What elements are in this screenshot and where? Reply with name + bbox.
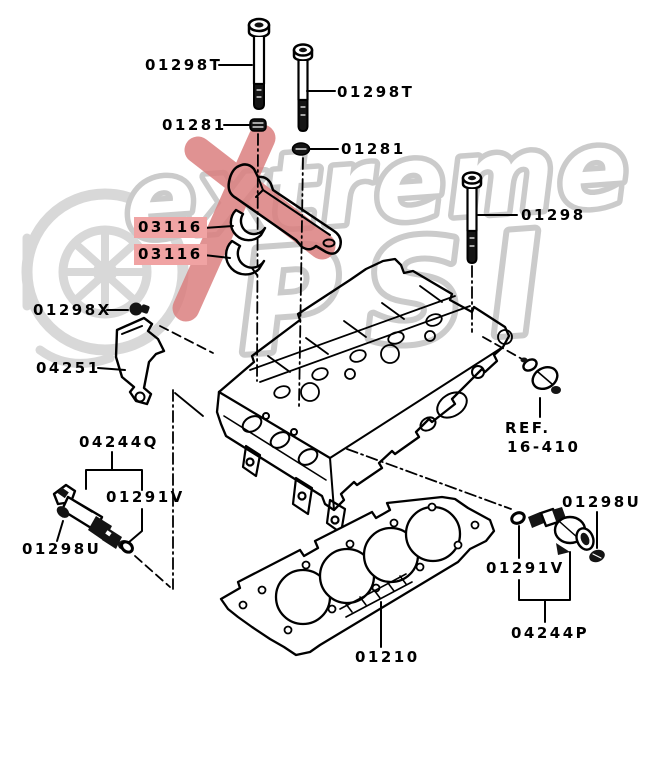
oring-right-part bbox=[510, 511, 526, 525]
oil-control-valve-left bbox=[52, 483, 130, 550]
bolt-u-right-part bbox=[589, 549, 605, 563]
engine-hanger-bracket bbox=[114, 316, 166, 406]
part-label-oring-right[interactable]: 01291V bbox=[486, 559, 565, 577]
part-label-washer-1[interactable]: 01281 bbox=[162, 116, 227, 134]
part-label-bolt-right[interactable]: 01298 bbox=[521, 206, 586, 224]
part-label-ref-title: REF. bbox=[505, 419, 551, 437]
part-label-oring-left[interactable]: 01291V bbox=[106, 488, 185, 506]
part-label-washer-2[interactable]: 01281 bbox=[341, 140, 406, 158]
camshaft-bearing-cap bbox=[227, 163, 342, 255]
part-label-head-gasket[interactable]: 01210 bbox=[355, 648, 420, 666]
oil-control-valve-right bbox=[528, 507, 595, 555]
part-label-bearing-lower[interactable]: 03116 bbox=[134, 244, 207, 265]
part-label-bolt-u-right[interactable]: 01298U bbox=[562, 493, 642, 511]
part-label-bolt-long-1[interactable]: 01298T bbox=[145, 56, 223, 74]
part-label-valve-right[interactable]: 04244P bbox=[511, 624, 590, 642]
part-label-bolt-x[interactable]: 01298X bbox=[33, 301, 112, 319]
ref-sensor bbox=[520, 357, 561, 394]
leader-lines bbox=[56, 64, 598, 648]
head-bolt-long-2 bbox=[292, 43, 314, 132]
head-bolt-long-1 bbox=[247, 17, 271, 110]
part-label-ref-number: 16-410 bbox=[507, 438, 581, 456]
part-label-bracket[interactable]: 04251 bbox=[36, 359, 101, 377]
head-bolt-right bbox=[461, 171, 483, 264]
bolt-u-left-part bbox=[56, 506, 70, 518]
part-label-valve-left[interactable]: 04244Q bbox=[79, 433, 159, 451]
oring-left-part bbox=[120, 540, 134, 554]
part-label-bearing-upper[interactable]: 03116 bbox=[134, 217, 207, 238]
part-label-bolt-long-2[interactable]: 01298T bbox=[337, 83, 415, 101]
turbo-compressor-icon bbox=[21, 188, 189, 368]
part-label-bolt-u-left[interactable]: 01298U bbox=[22, 540, 102, 558]
head-gasket bbox=[219, 495, 496, 657]
bolt-x-small bbox=[129, 302, 150, 316]
